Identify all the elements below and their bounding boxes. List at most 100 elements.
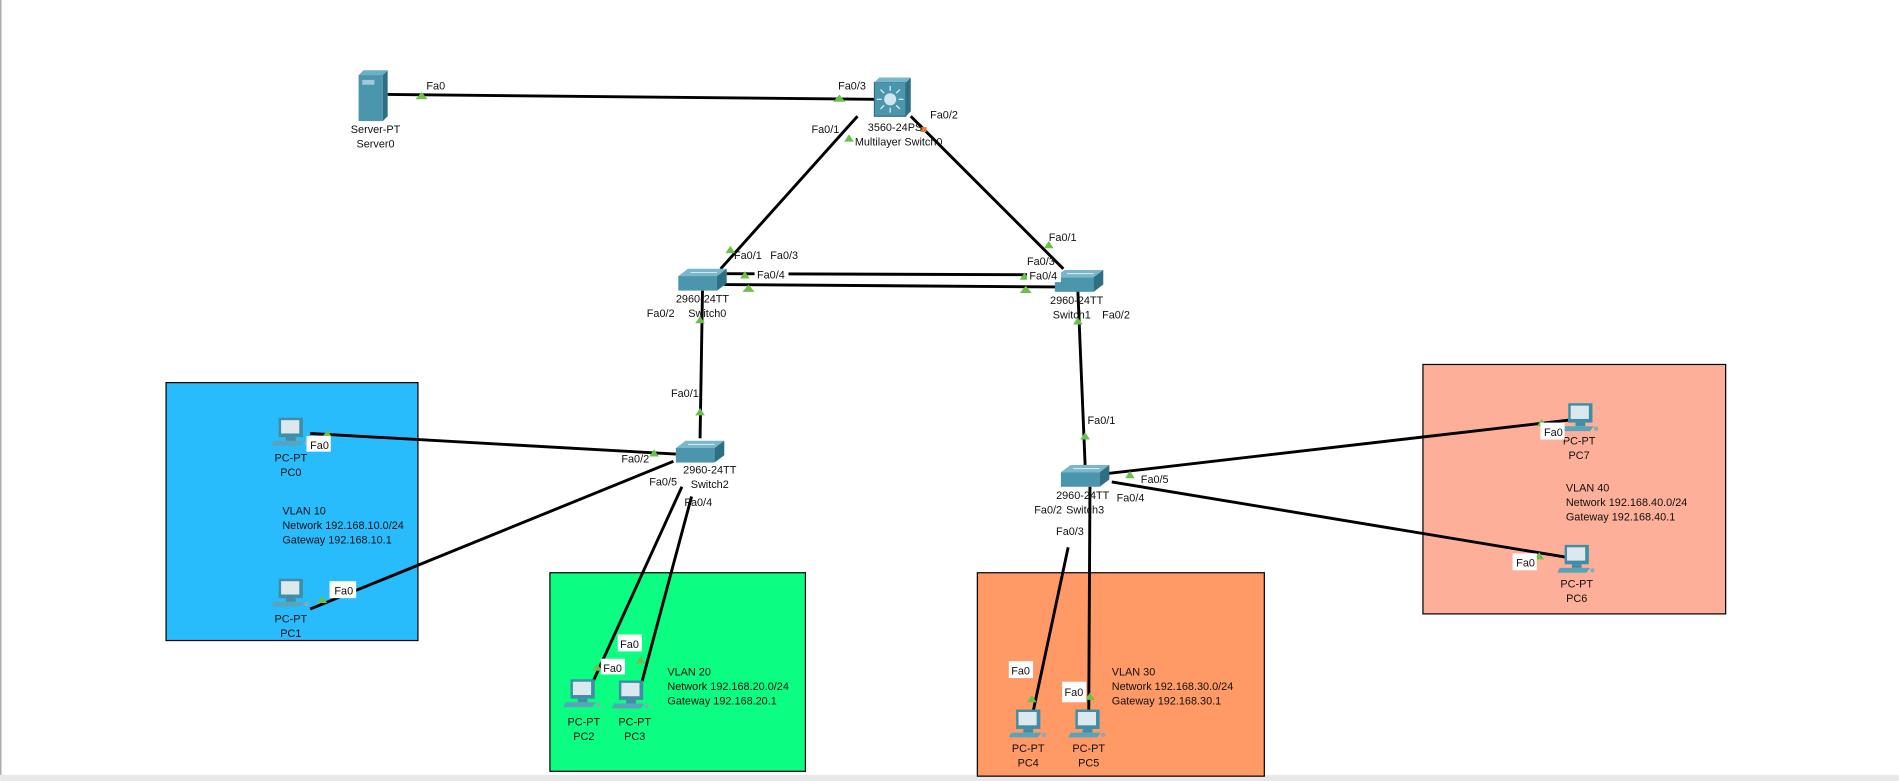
port-up-icon — [1073, 317, 1083, 325]
port-up-icon — [1019, 272, 1030, 280]
switch0-name: Switch0 — [688, 308, 726, 320]
pc6[interactable]: PC-PT PC6 — [1557, 544, 1595, 605]
link-mls-switch1[interactable] — [909, 115, 1065, 270]
pc2[interactable]: PC-PT PC2 — [563, 679, 601, 743]
pc3-model: PC-PT — [618, 716, 651, 728]
mls-name: Multilayer Switch0 — [855, 136, 943, 148]
server0-name: Server0 — [357, 139, 395, 151]
vlan-30-gateway: Gateway 192.168.30.1 — [1112, 696, 1221, 708]
port-label: Fa0/2 — [930, 110, 958, 122]
port-up-icon — [1080, 432, 1090, 440]
link-server0-mls[interactable] — [387, 92, 875, 101]
port-label: Fa0/3 — [838, 81, 866, 93]
pc7-model: PC-PT — [1563, 435, 1596, 447]
switch2[interactable]: 2960-24TT Switch2 — [675, 440, 737, 491]
port-up-icon — [1534, 552, 1545, 560]
vlan-40-title: VLAN 40 — [1566, 483, 1610, 495]
router-switch-icon — [884, 93, 897, 106]
vlan-20-network: Network 192.168.20.0/24 — [667, 681, 789, 693]
pc4-name: PC4 — [1018, 757, 1039, 769]
vlan-40-gateway: Gateway 192.168.40.1 — [1566, 512, 1675, 524]
pc3-name: PC3 — [624, 731, 645, 743]
port-label: Fa0/4 — [1029, 271, 1057, 283]
server0[interactable]: Server-PT Server0 — [351, 70, 401, 151]
vlan-40-network: Network 192.168.40.0/24 — [1566, 497, 1688, 509]
vlan-40-area[interactable]: VLAN 40 Network 192.168.40.0/24 Gateway … — [1422, 363, 1727, 615]
vlan-20-area[interactable]: VLAN 20 Network 192.168.20.0/24 Gateway … — [549, 572, 807, 772]
pc4-model: PC-PT — [1012, 743, 1045, 755]
port-label: Fa0/2 — [647, 308, 675, 320]
port-up-icon — [1085, 692, 1095, 700]
switch2-model: 2960-24TT — [683, 464, 737, 476]
port-up-icon — [1026, 695, 1037, 703]
switch1[interactable]: 2960-24TT Switch1 — [1050, 269, 1104, 321]
link-switch3-pc6[interactable] — [1111, 480, 1565, 559]
port-label: Fa0 — [334, 586, 353, 598]
port-label: Fa0/4 — [684, 497, 712, 509]
port-label: Fa0/3 — [1027, 256, 1055, 268]
pc0-name: PC0 — [280, 467, 301, 479]
vlan-20-gateway: Gateway 192.168.20.1 — [667, 696, 776, 708]
port-label: Fa0 — [603, 663, 622, 675]
vlan-30-network: Network 192.168.30.0/24 — [1112, 681, 1234, 693]
link-switch2-pc1[interactable] — [309, 459, 674, 611]
port-up-icon — [592, 663, 602, 671]
link-switch2-pc0[interactable] — [310, 432, 676, 456]
vlan-30-title: VLAN 30 — [1112, 667, 1156, 679]
link-mls-switch0[interactable] — [719, 115, 859, 270]
link-switch2-pc2[interactable] — [592, 486, 684, 682]
port-up-icon — [695, 316, 705, 324]
port-label: Fa0/3 — [770, 250, 798, 262]
pc1[interactable]: PC-PT PC1 — [271, 578, 309, 640]
switch1-model: 2960-24TT — [1050, 295, 1104, 307]
server0-model: Server-PT — [351, 124, 401, 136]
port-label: Fa0/2 — [1102, 309, 1130, 321]
port-up-icon — [844, 134, 854, 142]
pc6-name: PC6 — [1566, 593, 1587, 605]
pc5[interactable]: PC-PT PC5 — [1068, 709, 1106, 770]
port-label: Fa0 — [310, 440, 329, 452]
port-label: Fa0/2 — [621, 454, 649, 466]
pc1-model: PC-PT — [274, 613, 307, 625]
pc0[interactable]: PC-PT PC0 — [271, 417, 309, 479]
multilayer-switch0[interactable]: 3560-24PS Multilayer Switch0 — [855, 77, 943, 148]
port-up-icon — [317, 595, 328, 604]
port-up-icon — [1125, 471, 1135, 479]
port-up-icon — [1019, 285, 1032, 294]
switch0[interactable]: 2960-24TT Switch0 — [676, 268, 730, 320]
switch2-name: Switch2 — [691, 479, 729, 491]
vlan-10-title: VLAN 10 — [282, 506, 326, 518]
port-label: Fa0/4 — [1117, 492, 1145, 504]
port-label: Fa0/2 — [1034, 504, 1062, 516]
port-up-icon — [1043, 240, 1054, 249]
port-label: Fa0 — [620, 639, 639, 651]
link-switch0-switch1-b[interactable] — [724, 283, 1057, 289]
pc1-name: PC1 — [280, 628, 301, 640]
link-switch3-pc7[interactable] — [1107, 418, 1569, 475]
link-switch3-pc5[interactable] — [1087, 486, 1092, 712]
pc2-name: PC2 — [573, 731, 594, 743]
pc3[interactable]: PC-PT PC3 — [611, 680, 652, 743]
link-switch3-pc4[interactable] — [1031, 547, 1070, 713]
port-up-icon — [635, 656, 646, 664]
port-label: Fa0/1 — [734, 250, 762, 262]
vlan-10-network: Network 192.168.10.0/24 — [282, 520, 404, 532]
switch0-model: 2960-24TT — [676, 294, 730, 306]
port-label: Fa0/1 — [1049, 232, 1077, 244]
port-labels: Fa0 Fa0/3 Fa0/1 Fa0/2 Fa0/1 Fa0/3 Fa0/4 … — [306, 81, 1565, 703]
port-label: Fa0/3 — [1056, 526, 1084, 538]
pc4[interactable]: PC-PT PC4 — [1008, 709, 1047, 770]
port-up-icon — [740, 271, 750, 279]
pc7[interactable]: PC-PT PC7 — [1560, 403, 1599, 462]
switch3[interactable]: 2960-24TT Switch3 — [1056, 464, 1110, 516]
link-switch2-pc3[interactable] — [640, 496, 693, 683]
port-label: Fa0/1 — [1088, 415, 1116, 427]
port-up-icon — [322, 429, 332, 438]
mls-model: 3560-24PS — [868, 122, 922, 134]
pc6-model: PC-PT — [1560, 578, 1593, 590]
port-up-icon — [725, 245, 736, 254]
port-label: Fa0 — [1544, 427, 1563, 439]
port-label: Fa0/5 — [649, 477, 677, 489]
pc5-name: PC5 — [1078, 757, 1099, 769]
